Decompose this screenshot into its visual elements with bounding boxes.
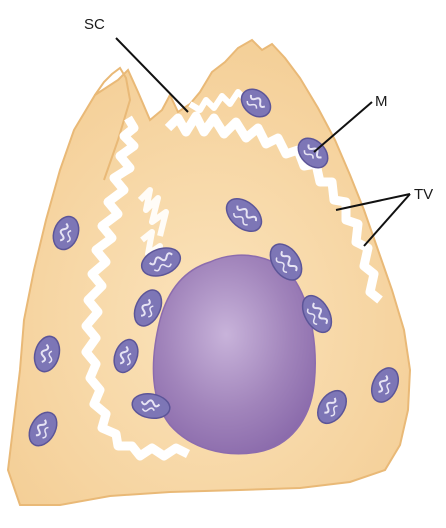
label-sc: SC bbox=[84, 17, 105, 32]
nucleus bbox=[153, 255, 315, 454]
label-m: M bbox=[375, 94, 388, 109]
label-tv: TV bbox=[414, 187, 433, 202]
